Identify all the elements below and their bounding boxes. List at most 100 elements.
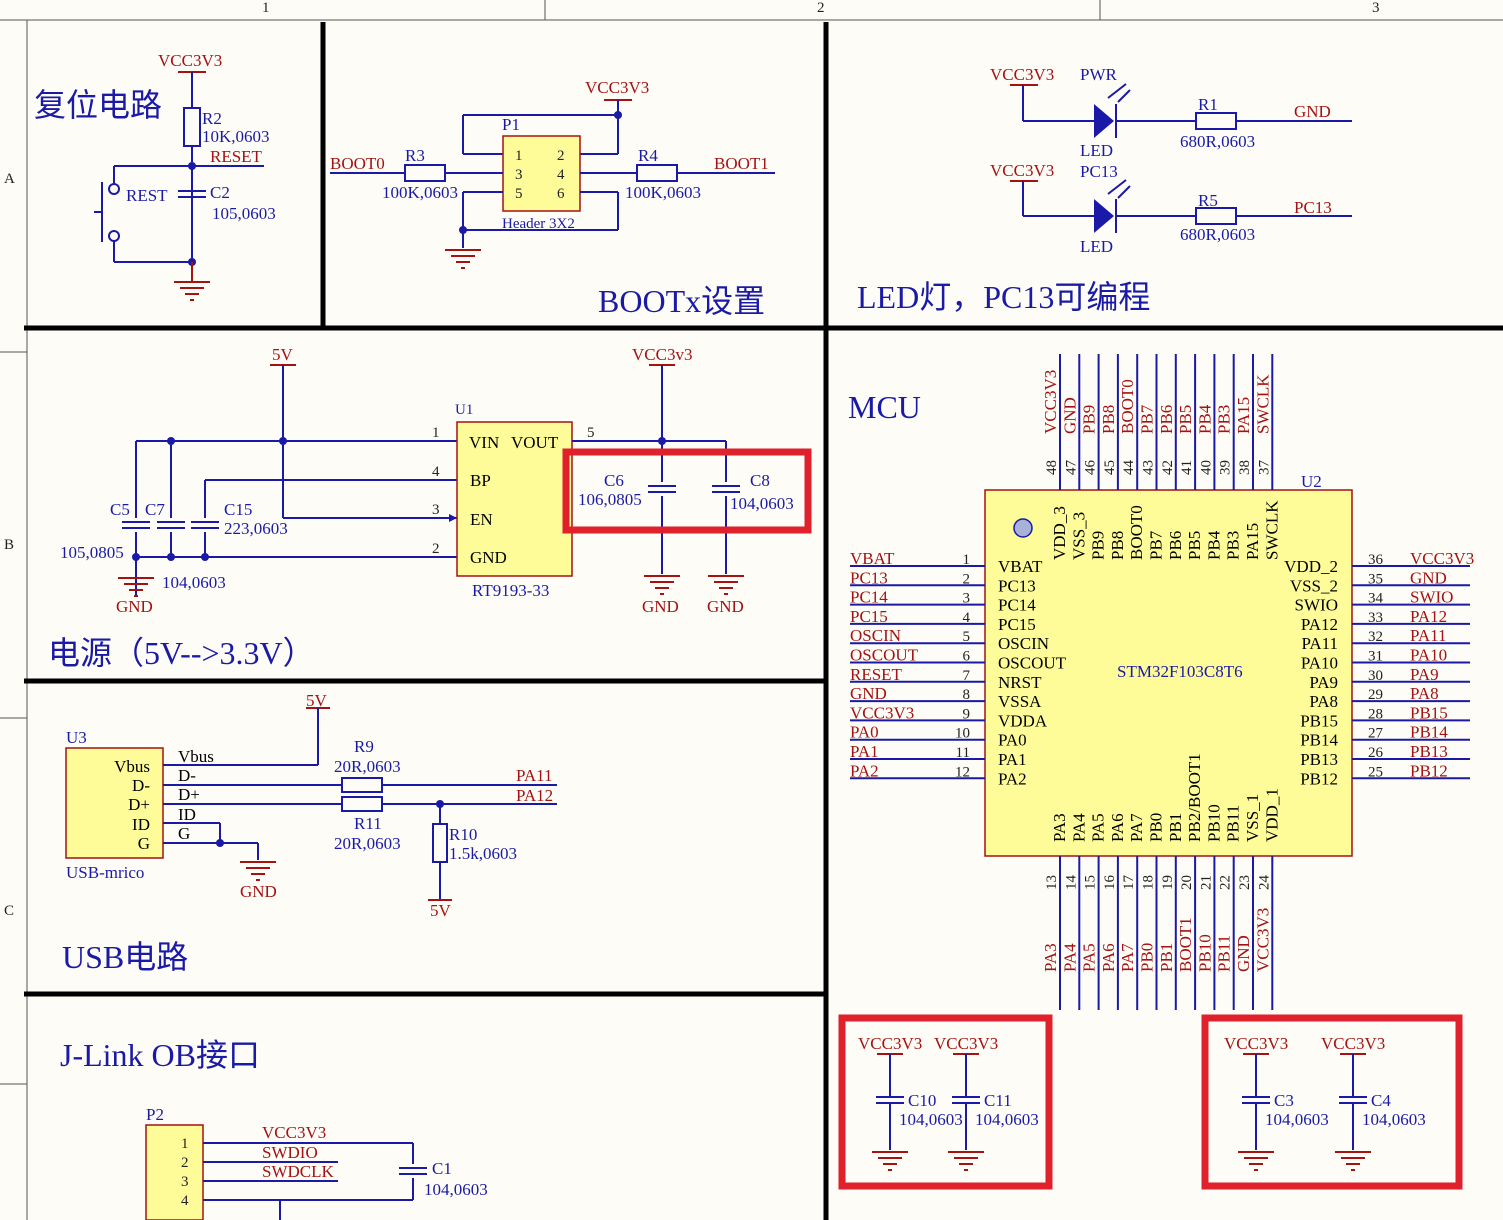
mcu-pinnum-10: 10 xyxy=(955,726,970,742)
mcu-pinnum-25: 25 xyxy=(1368,764,1383,780)
mcu-pinname-34: SWIO xyxy=(1295,596,1338,615)
mcu-pinname-27: PB14 xyxy=(1300,731,1338,750)
usb-pin-1: D- xyxy=(132,776,150,795)
r5-value: 680R,0603 xyxy=(1180,225,1255,244)
led-gnd-net: GND xyxy=(1294,102,1331,121)
led-circuit: LED灯，PC13可编程 VCC3V3 PWR LED R1 680R,0603… xyxy=(857,65,1352,315)
c7-value: 104,0603 xyxy=(162,573,226,592)
reset-net-label: RESET xyxy=(210,147,263,166)
u1-pin-en: EN xyxy=(470,510,493,529)
mcu-pinnum-35: 35 xyxy=(1368,571,1383,587)
mcu-pinnum-36: 36 xyxy=(1368,552,1384,568)
mcu-pinname-12: PA2 xyxy=(998,769,1027,788)
section-frames xyxy=(24,22,1503,1220)
u1-part: RT9193-33 xyxy=(472,581,549,600)
u3-label: U3 xyxy=(66,728,87,747)
mcu-net-left-8: GND xyxy=(850,684,887,703)
r3-label: R3 xyxy=(405,146,425,165)
u1-pin-num-1: 1 xyxy=(432,425,440,441)
mcu-pinname-9: VDDA xyxy=(998,711,1048,730)
r2-label: R2 xyxy=(202,109,222,128)
mcu-net-top-45: PB8 xyxy=(1099,405,1118,434)
power-circuit: 电源（5V-->3.3V） 5V C5 105,0805 C7 104,0603… xyxy=(48,345,812,671)
pin1-marker-icon xyxy=(1013,518,1033,538)
mcu-pinname-17: PA7 xyxy=(1127,813,1146,842)
c15-label: C15 xyxy=(224,500,252,519)
gnd-icon xyxy=(947,1151,985,1171)
mcu-net-left-7: RESET xyxy=(850,665,903,684)
resistor-r9 xyxy=(341,777,383,793)
boot1-net-label: BOOT1 xyxy=(714,154,769,173)
mcu-pinname-32: PA11 xyxy=(1301,634,1338,653)
mcu-pinname-38: PA15 xyxy=(1243,523,1262,560)
mcu-net-top-37: SWCLK xyxy=(1253,374,1272,434)
mcu-pinname-45: PB8 xyxy=(1108,531,1127,560)
mcu-net-top-47: GND xyxy=(1060,397,1079,434)
mcu-pinname-48: VDD_3 xyxy=(1050,506,1069,560)
mcu-net-bottom-19: PB1 xyxy=(1157,943,1176,972)
reset-circuit: 复位电路 VCC3V3 R2 10K,0603 RESET REST C2 10… xyxy=(34,51,276,301)
u1-pin-num-5: 5 xyxy=(587,425,595,441)
r10-label: R10 xyxy=(449,825,477,844)
mcu-pinnum-3: 3 xyxy=(963,591,971,607)
mcu-pinname-11: PA1 xyxy=(998,750,1027,769)
mcu-net-left-11: PA1 xyxy=(850,742,879,761)
mcu-pinnum-31: 31 xyxy=(1368,649,1383,665)
led-vcc2-label: VCC3V3 xyxy=(990,161,1054,180)
reset-vcc-label: VCC3V3 xyxy=(158,51,222,70)
header-p1 xyxy=(502,135,581,212)
mcu-pinnum-32: 32 xyxy=(1368,629,1383,645)
mcu-pinname-47: VSS_3 xyxy=(1069,512,1088,560)
mcu-net-right-26: PB13 xyxy=(1410,742,1448,761)
mcu-net-top-43: PB7 xyxy=(1138,404,1157,434)
mcu-net-left-10: PA0 xyxy=(850,723,879,742)
mcu-net-bottom-21: PB10 xyxy=(1195,934,1214,972)
r10-value: 1.5k,0603 xyxy=(449,844,517,863)
u1-pin-vout: VOUT xyxy=(511,433,559,452)
section-title-mcu: MCU xyxy=(848,389,921,425)
mcu-ref: U2 xyxy=(1301,472,1322,491)
led-pwr-diode-icon xyxy=(1094,104,1114,138)
resistor-r11 xyxy=(341,796,383,812)
mcu-pinname-3: PC14 xyxy=(998,596,1036,615)
usb-gnd-label: GND xyxy=(240,882,277,901)
mcu-pinname-39: PB3 xyxy=(1224,531,1243,560)
resistor-r4 xyxy=(636,164,678,182)
decoupling-caps: VCC3V3C10104,0603VCC3V3C11104,0603VCC3V3… xyxy=(838,1014,1463,1190)
mcu-pinnum-40: 40 xyxy=(1198,460,1214,475)
p1-pin-1: 1 xyxy=(515,148,523,164)
mcu-pinnum-30: 30 xyxy=(1368,668,1383,684)
section-title-boot: BOOTx设置 xyxy=(598,283,765,319)
mcu-pinnum-42: 42 xyxy=(1160,460,1176,475)
resistor-r1 xyxy=(1195,112,1237,130)
mcu-pinname-28: PB15 xyxy=(1300,711,1338,730)
gnd-icon xyxy=(1237,1151,1275,1171)
section-title-jlink: J-Link OB接口 xyxy=(60,1037,260,1073)
usb-circuit: USB电路 U3 USB-mrico VbusVbusD-D-D+D+IDIDG… xyxy=(62,691,557,975)
mcu-net-right-32: PA11 xyxy=(1410,626,1447,645)
mcu-pinname-30: PA9 xyxy=(1309,673,1338,692)
r1-label: R1 xyxy=(1198,95,1218,114)
usb-pa12-net: PA12 xyxy=(516,786,553,805)
resistor-r5 xyxy=(1195,207,1237,225)
usb-net-4: G xyxy=(178,824,190,843)
mcu-pinname-23: VSS_1 xyxy=(1243,794,1262,842)
mcu-pinnum-16: 16 xyxy=(1102,875,1118,891)
decouple-val-g2b: 104,0603 xyxy=(1362,1110,1426,1129)
led-pc13-diode-icon xyxy=(1094,199,1114,233)
mcu-pinname-22: PB11 xyxy=(1224,805,1243,842)
mcu-pinnum-8: 8 xyxy=(963,687,971,703)
p1-pin-5: 5 xyxy=(515,186,523,202)
p2-pin-2: 2 xyxy=(181,1155,189,1171)
mcu-pinnum-29: 29 xyxy=(1368,687,1383,703)
c1-value: 104,0603 xyxy=(424,1180,488,1199)
usb-pin-3: ID xyxy=(132,815,150,834)
decouple-vcc-g1a: VCC3V3 xyxy=(858,1034,922,1053)
mcu-net-bottom-18: PB0 xyxy=(1138,943,1157,972)
mcu-pinnum-18: 18 xyxy=(1141,875,1157,890)
mcu-net-top-42: PB6 xyxy=(1157,405,1176,434)
header-p2 xyxy=(145,1124,204,1220)
mcu-pinnum-11: 11 xyxy=(956,745,970,761)
mcu-pinnum-15: 15 xyxy=(1083,875,1099,890)
